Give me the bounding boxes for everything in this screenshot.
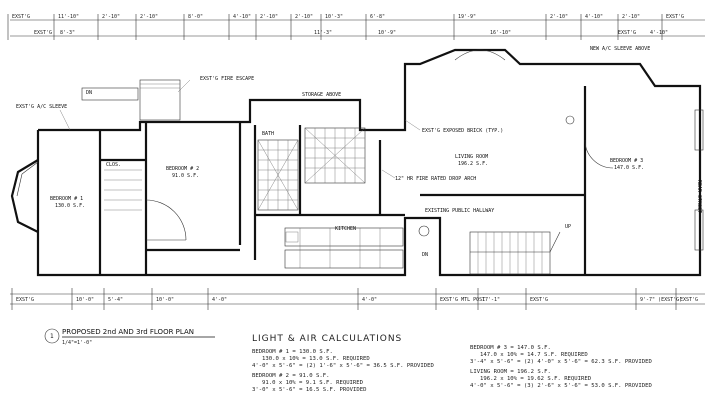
bath-label: BATH xyxy=(262,131,274,137)
storage-label: STORAGE ABOVE xyxy=(302,92,341,98)
dimension-label: 10'-3" xyxy=(325,14,343,20)
dimension-label: EXST'G MTL POST xyxy=(440,297,485,303)
dimension-label: 8'-3" xyxy=(60,30,75,36)
rear-street-note: REAR STREET xyxy=(696,180,702,213)
dn-top-label: DN xyxy=(86,90,92,96)
closet-label: CLOS. xyxy=(106,162,121,168)
dimension-label: 16'-10" xyxy=(490,30,511,36)
plan-title: 1 PROPOSED 2nd AND 3rd FLOOR PLAN 1/4"=1… xyxy=(44,328,215,346)
stair xyxy=(469,231,561,275)
dimension-label: EXST'G xyxy=(618,30,636,36)
top-dimension-lines: EXST'G 11'-10" 2'-10" 2'-10" 8'-0" 4'-10" 2'-1… xyxy=(7,14,705,40)
dimension-label: 2'-10" xyxy=(550,14,568,20)
bedroom2-area: 91.0 S.F. xyxy=(172,173,199,179)
dimension-label: 10'-9" xyxy=(378,30,396,36)
dimension-label: EXST'G xyxy=(16,297,34,303)
kitchen-counter xyxy=(284,227,404,269)
dimension-label: 11'-3" xyxy=(314,30,332,36)
dimension-label: 10'-0" xyxy=(156,297,174,303)
bedroom1-area: 130.0 S.F. xyxy=(55,203,85,209)
ac-sleeve-note: EXST'G A/C SLEEVE xyxy=(16,104,67,110)
dimension-label: 6'-8" xyxy=(370,14,385,20)
calc-line: BEDROOM # 1 = 130.0 S.F. xyxy=(252,349,333,355)
calc-line: BEDROOM # 3 = 147.0 S.F. xyxy=(470,345,551,351)
plan-number-bubble xyxy=(44,328,60,344)
public-hallway-label: EXISTING PUBLIC HALLWAY xyxy=(425,208,494,214)
dimension-label: EXST'G xyxy=(34,30,52,36)
fire-rated-note: 12" HR FIRE RATED DROP ARCH xyxy=(395,176,476,182)
new-sleeve-note: NEW A/C SLEEVE ABOVE xyxy=(590,46,650,52)
bedroom3-area: 147.0 S.F. xyxy=(614,165,644,171)
living-room-area: 196.2 S.F. xyxy=(458,161,488,167)
calc-line: 91.0 x 10% = 9.1 S.F. REQUIRED xyxy=(262,380,364,386)
dimension-label: 4'-10" xyxy=(233,14,251,20)
calc-line: LIVING ROOM = 196.2 S.F. xyxy=(470,369,551,375)
dimension-label: 17'-1" xyxy=(482,297,500,303)
dimension-label: EXST'G xyxy=(666,14,684,20)
plan-number: 1 xyxy=(50,333,54,340)
dimension-label: 19'-9" xyxy=(458,14,476,20)
dimension-label: 2'-10" xyxy=(622,14,640,20)
bedroom3-label: BEDROOM # 3 xyxy=(610,158,643,164)
bedroom2-label: BEDROOM # 2 xyxy=(166,166,199,172)
plan-walls xyxy=(10,48,704,277)
living-room-label: LIVING ROOM xyxy=(455,154,488,160)
dimension-label: 2'-10" xyxy=(140,14,158,20)
calc-line: 3'-0" x 5'-6" = 16.5 S.F. PROVIDED xyxy=(252,387,367,393)
bedroom1-label: BEDROOM # 1 xyxy=(50,196,83,202)
calc-line: 130.0 x 10% = 13.0 S.F. REQUIRED xyxy=(262,356,370,362)
calc-line: 3'-4" x 5'-6" = (2) 4'-0" x 5'-6" = 62.3… xyxy=(470,359,652,365)
bath-tile-grid xyxy=(257,127,366,211)
dimension-label: 4'-10" xyxy=(650,30,668,36)
dimension-label: 2'-10" xyxy=(260,14,278,20)
calc-line: 147.0 x 10% = 14.7 S.F. REQUIRED xyxy=(480,352,588,358)
room-labels: BEDROOM # 1 130.0 S.F. BEDROOM # 2 91.0 … xyxy=(50,90,644,258)
dimension-label: EXST'G xyxy=(680,297,698,303)
calc-line: 196.2 x 10% = 19.62 S.F. REQUIRED xyxy=(480,376,592,382)
dimension-label: 11'-10" xyxy=(58,14,79,20)
dimension-label: EXST'G xyxy=(12,14,30,20)
fire-escape-note: EXST'G FIRE ESCAPE xyxy=(200,76,254,82)
dimension-label: 10'-0" xyxy=(76,297,94,303)
dimension-label: 4'-10" xyxy=(585,14,603,20)
calc-line: 4'-0" x 5'-6" = (3) 2'-6" x 5'-6" = 53.0… xyxy=(470,383,652,389)
dimension-label: 4'-0" xyxy=(212,297,227,303)
dimension-label: 2'-10" xyxy=(102,14,120,20)
calc-line: 4'-0" x 5'-6" = (2) 1'-6" x 5'-6" = 36.5… xyxy=(252,363,434,369)
bottom-dimension-lines: EXST'G 10'-0" 5'-4" 10'-0" 4'-0" 4'-0" EXST'G … xyxy=(10,288,705,310)
dimension-label: 5'-4" xyxy=(108,297,123,303)
up-label: UP xyxy=(565,224,571,230)
dimension-label: 2'-10" xyxy=(295,14,313,20)
dimension-label: 4'-0" xyxy=(362,297,377,303)
light-air-calculations: LIGHT & AIR CALCULATIONS BEDROOM # 1 = 1… xyxy=(252,334,652,393)
dn-label: DN xyxy=(422,252,428,258)
exposed-brick-note: EXST'G EXPOSED BRICK (TYP.) xyxy=(422,128,503,134)
plan-title-text: PROPOSED 2nd AND 3rd FLOOR PLAN xyxy=(62,328,194,336)
dimension-label: 8'-0" xyxy=(188,14,203,20)
dimension-label: EXST'G xyxy=(530,297,548,303)
calc-line: BEDROOM # 2 = 91.0 S.F. xyxy=(252,373,329,379)
light-air-heading: LIGHT & AIR CALCULATIONS xyxy=(252,334,402,344)
annotation-notes: EXST'G FIRE ESCAPE EXST'G A/C SLEEVE EXS… xyxy=(16,46,702,213)
kitchen-label: KITCHEN xyxy=(335,226,356,232)
plan-scale: 1/4"=1'-0" xyxy=(62,340,92,346)
dimension-label: 9'-7" (EXST'G) xyxy=(640,297,682,303)
